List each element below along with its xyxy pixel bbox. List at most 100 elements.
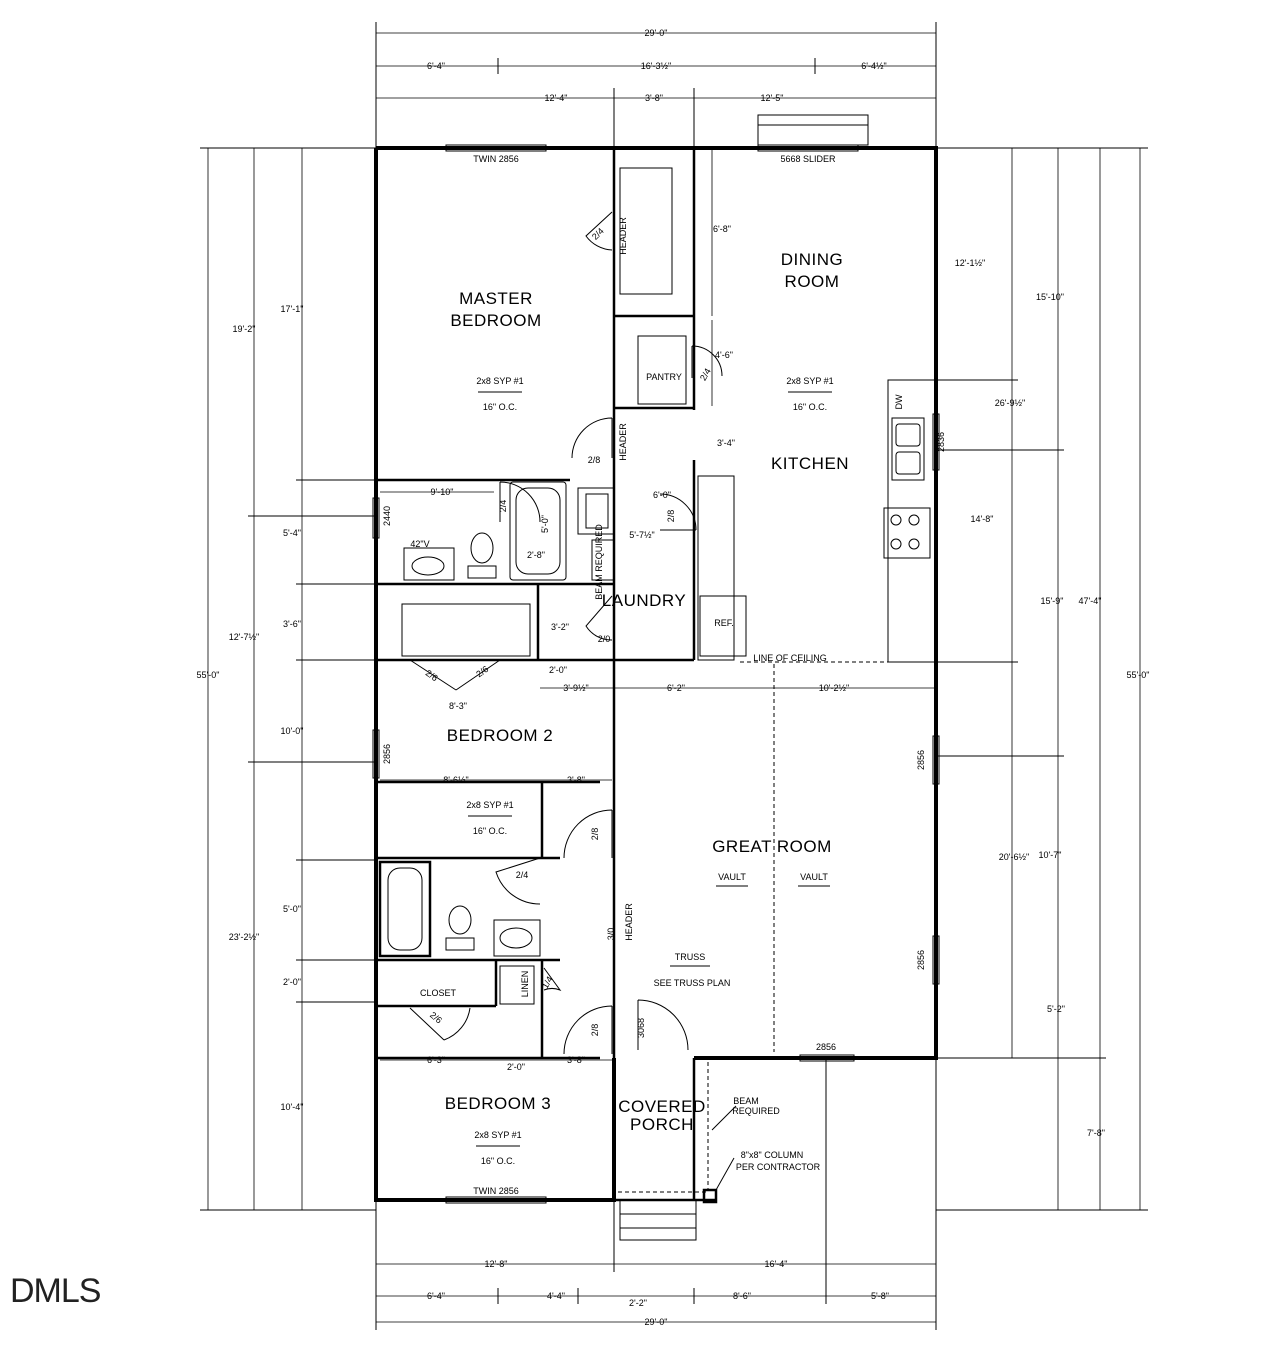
window-great-a-label: 2856 (916, 750, 926, 770)
windows (372, 144, 940, 1204)
dim-int-k: 8'-3" (449, 701, 467, 711)
closet-shelf (619, 167, 673, 295)
laundry-label: LAUNDRY (602, 591, 686, 610)
dim-top-d: 12'-4" (545, 93, 568, 103)
door-swing (409, 1007, 471, 1041)
master-bedroom-label-1: MASTER (459, 289, 533, 308)
dim-top-f: 12'-5" (761, 93, 784, 103)
dining-room-label-1: DINING (781, 250, 844, 269)
dim-int-r: 2'-0" (507, 1062, 525, 1072)
door-3068-label: 3068 (636, 1018, 646, 1038)
dim-int-c: 3'-4" (717, 438, 735, 448)
door-label: 2/4 (516, 870, 529, 880)
washer-icon (577, 487, 615, 535)
dmls-watermark: DMLS (10, 1272, 101, 1310)
right-dimensions: 12'-1½" 15'-10" 26'-9½" 14'-8" 15'-9" 47… (936, 147, 1149, 1211)
dim-int-p: 3'-8" (567, 775, 585, 785)
door-label: 2/6 (428, 1010, 444, 1026)
door-swings (409, 211, 723, 1055)
joist-note-bed2: 2x8 SYP #1 (466, 800, 513, 810)
room-labels: MASTER BEDROOM DINING ROOM KITCHEN LAUND… (420, 250, 849, 1134)
joist-note-kitchen: 2x8 SYP #1 (786, 376, 833, 386)
dim-left-b: 17'-1" (281, 304, 304, 314)
kitchen-sink-icon (891, 417, 925, 481)
covered-porch-label-1: COVERED (618, 1097, 706, 1116)
window-2440-label: 2440 (382, 506, 392, 526)
dim-int-d: 9'-10" (431, 487, 454, 497)
door-swing (585, 595, 613, 641)
door-label: 2/8 (590, 828, 600, 841)
range-icon (883, 507, 931, 559)
door-label: 2/8 (588, 455, 601, 465)
kitchen-counter (887, 379, 937, 663)
beam-note-2: REQUIRED (732, 1106, 780, 1116)
column-note-2: PER CONTRACTOR (736, 1162, 821, 1172)
left-dimensions: 55'-0" 19'-2" 17'-1" 5'-4" 3'-6" 12'-7½"… (197, 147, 376, 1211)
dim-bottom-d: 4'-4" (547, 1291, 565, 1301)
dim-left-a: 19'-2" (233, 324, 256, 334)
dim-left-i: 2'-0" (283, 977, 301, 987)
dim-int-b: 4'-6" (715, 350, 733, 360)
dim-right-d: 14'-8" (971, 514, 994, 524)
beam-required-note: BEAM REQUIRED (594, 524, 604, 600)
notes: 2x8 SYP #1 16" O.C. 2x8 SYP #1 16" O.C. … (410, 217, 904, 1191)
oc-note-bed2: 16" O.C. (473, 826, 507, 836)
closet-label: CLOSET (420, 988, 457, 998)
see-truss-note: SEE TRUSS PLAN (654, 978, 731, 988)
bedroom-2-label: BEDROOM 2 (447, 726, 554, 745)
door-label: 2/0 (598, 634, 611, 644)
dim-bottom-overall: 29'-0" (645, 1317, 668, 1327)
dim-right-g: 20'-6½" (999, 852, 1029, 862)
dim-right-j: 7'-8" (1087, 1128, 1105, 1138)
dim-right-b: 12'-1½" (955, 258, 985, 268)
top-dimensions: 29'-0" 6'-4" 16'-3½" 6'-4½" 12'-4" 3'-8"… (375, 22, 937, 150)
door-label: 2/4 (698, 367, 713, 383)
dim-bottom-b: 16'-4" (765, 1259, 788, 1269)
door-swing (409, 659, 501, 691)
door-swing (563, 1005, 613, 1055)
bathtub-icon (509, 481, 567, 581)
dim-right-i: 5'-2" (1047, 1004, 1065, 1014)
door-swing (585, 211, 613, 251)
sink-icon (403, 547, 455, 581)
vault-note-right: VAULT (800, 872, 828, 882)
window-2836-label: 2836 (936, 432, 946, 452)
oc-note-master: 16" O.C. (483, 402, 517, 412)
dim-int-h: 5'-7½" (629, 530, 654, 540)
pantry-label: PANTRY (646, 372, 682, 382)
great-room-label: GREAT ROOM (712, 837, 832, 856)
dim-int-f: 2'-8" (527, 550, 545, 560)
dim-right-a: 15'-10" (1036, 292, 1064, 302)
dim-top-a: 6'-4" (427, 61, 445, 71)
vault-note-left: VAULT (718, 872, 746, 882)
dim-bottom-e: 2'-2" (629, 1298, 647, 1308)
dim-top-b: 16'-3½" (641, 61, 671, 71)
dim-int-m: 6'-2" (667, 683, 685, 693)
dim-int-j: 2'-0" (549, 665, 567, 675)
dim-top-c: 6'-4½" (861, 61, 886, 71)
bottom-dimensions: 12'-8" 16'-4" 6'-4" 4'-4" 2'-2" 8'-6" 5'… (375, 1060, 937, 1330)
header-note-1: HEADER (618, 217, 628, 255)
window-bottom-label: 2856 (816, 1042, 836, 1052)
pantry-shelf (637, 335, 687, 405)
dim-int-l: 3'-9½" (563, 683, 588, 693)
dim-left-g: 23'-2½" (229, 932, 259, 942)
dim-bottom-g: 5'-8" (871, 1291, 889, 1301)
dim-int-g: 6'-0" (653, 490, 671, 500)
beam-note-1: BEAM (733, 1096, 759, 1106)
dim-left-d: 3'-6" (283, 619, 301, 629)
master-bedroom-label-2: BEDROOM (450, 311, 541, 330)
dim-left-e: 12'-7½" (229, 632, 259, 642)
window-great-b-label: 2856 (916, 950, 926, 970)
door-swing (543, 967, 562, 992)
dim-int-n: 10'-2½" (819, 683, 849, 693)
truss-note: TRUSS (675, 952, 706, 962)
dim-int-o: 8'-6½" (443, 775, 468, 785)
column-icon (702, 1188, 718, 1204)
toilet-icon (470, 532, 494, 564)
dim-left-h: 5'-0" (283, 904, 301, 914)
dim-left-j: 10'-4" (281, 1102, 304, 1112)
bedroom-3-label: BEDROOM 3 (445, 1094, 552, 1113)
door-label: 2/6 (474, 664, 490, 679)
refrigerator-icon (699, 595, 747, 657)
